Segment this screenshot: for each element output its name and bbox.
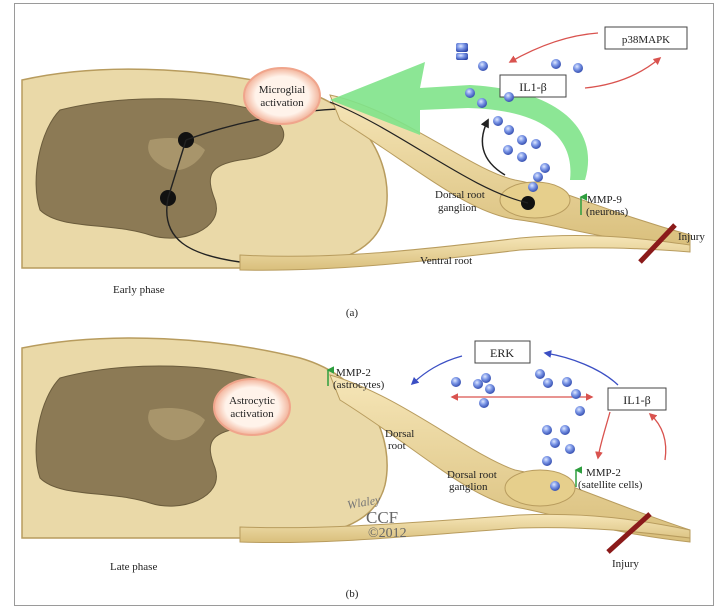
dorsal-root-ganglion-b xyxy=(505,470,575,506)
mmp2a-label-2: (astrocytes) xyxy=(333,379,385,391)
mmp9-label-2: (neurons) xyxy=(586,206,628,218)
late-phase-label: Late phase xyxy=(110,561,157,573)
drg-label-a-1: Dorsal root xyxy=(435,189,485,201)
astrocytic-label-1: Astrocytic xyxy=(229,395,275,407)
injury-label-b: Injury xyxy=(612,558,639,570)
astrocytic-activation-ring xyxy=(214,379,290,435)
dorsal-label-b-1: Dorsal xyxy=(385,428,414,440)
blue-arrow-b2 xyxy=(545,353,618,385)
black-arrow-a xyxy=(482,120,505,175)
injury-label-a: Injury xyxy=(678,231,705,243)
erk-label: ERK xyxy=(490,346,514,360)
ccf-logo-text: CCF xyxy=(366,508,398,527)
red-arrow-b2 xyxy=(598,412,610,458)
red-arrow-b3 xyxy=(650,414,666,460)
dorsal-label-b-2: root xyxy=(388,440,406,452)
il1-label-b: IL1-β xyxy=(623,393,650,407)
microglial-activation-ring xyxy=(244,68,320,124)
mmp2a-label-1: MMP-2 xyxy=(336,367,371,379)
early-phase-label: Early phase xyxy=(113,284,165,296)
microglial-label-2: activation xyxy=(260,97,304,109)
drg-label-a-2: ganglion xyxy=(438,202,477,214)
mmp9-label-1: MMP-9 xyxy=(587,194,622,206)
microglial-label-1: Microglial xyxy=(259,84,305,96)
p38-label: p38MAPK xyxy=(622,34,670,46)
caption-a: (a) xyxy=(346,307,359,319)
il1-label-a: IL1-β xyxy=(519,80,546,94)
caption-b: (b) xyxy=(346,588,359,600)
drg-label-b-2: ganglion xyxy=(449,481,488,493)
mmp2s-label-2: (satellite cells) xyxy=(578,479,643,491)
ventral-root-label: Ventral root xyxy=(420,255,472,267)
panel-b: Astrocytic activation MMP-2 (astrocytes)… xyxy=(22,338,690,600)
mmp2s-label-1: MMP-2 xyxy=(586,467,621,479)
drg-label-b-1: Dorsal root xyxy=(447,469,497,481)
red-arrow-a2 xyxy=(585,58,660,88)
red-arrow-a1 xyxy=(510,33,598,62)
copyright-text: ©2012 xyxy=(368,526,407,541)
astrocytic-label-2: activation xyxy=(230,408,274,420)
panel-a: Microglial activation IL1-β p38MAPK xyxy=(22,27,705,319)
